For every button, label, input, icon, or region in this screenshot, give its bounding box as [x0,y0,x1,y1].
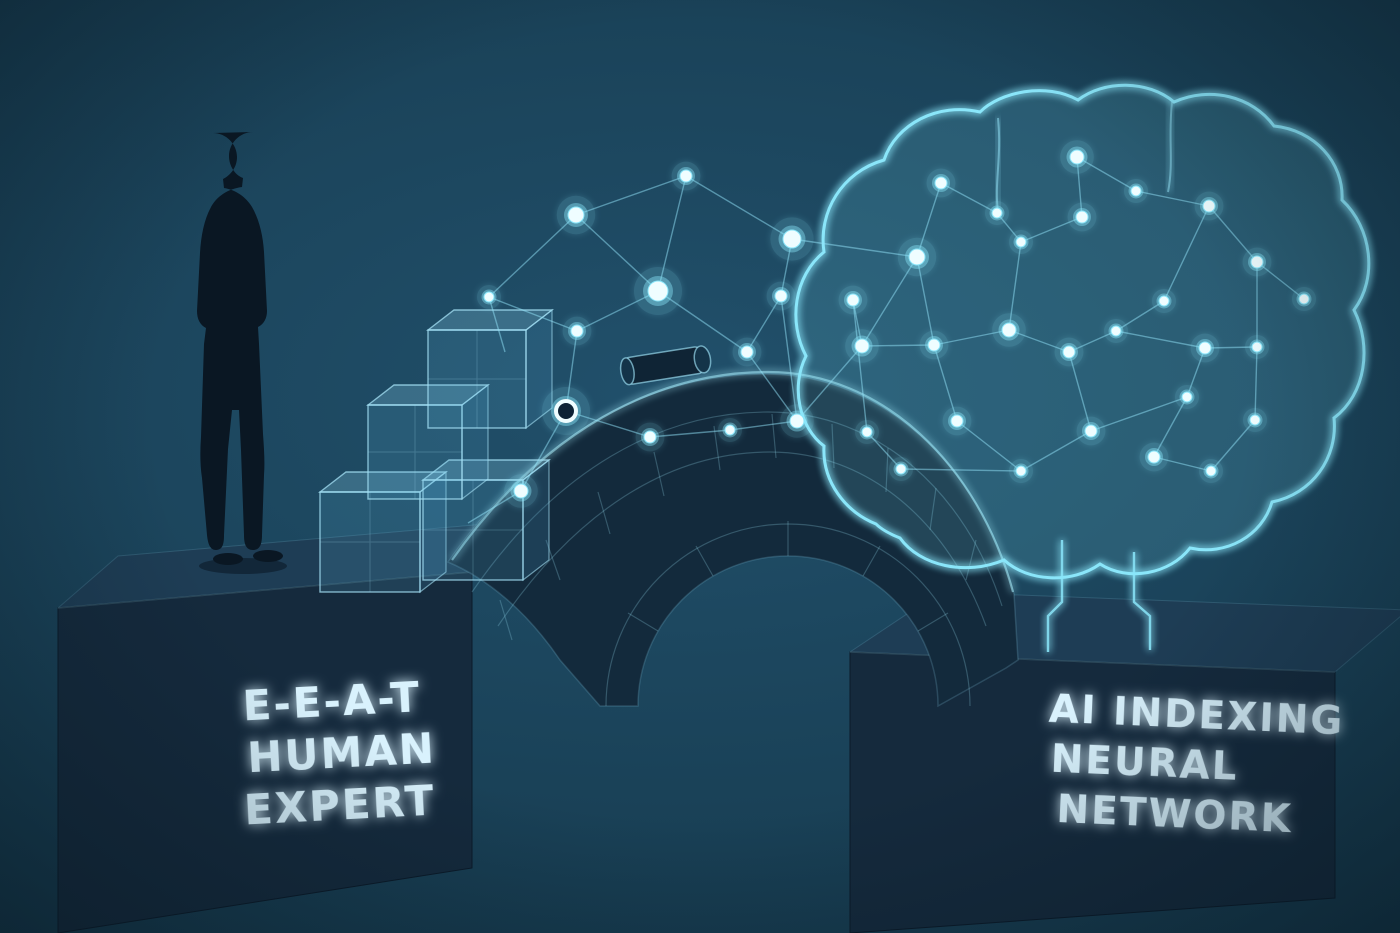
network-node [1298,293,1310,305]
network-node [1130,185,1142,197]
network-node [1110,325,1122,337]
network-node [1158,295,1170,307]
network-node [1062,345,1076,359]
network-node [1202,199,1216,213]
network-node-ring [554,399,578,423]
network-node [1084,424,1098,438]
network-node [861,426,873,438]
network-node [567,206,585,224]
network-node [1205,465,1217,477]
figure-body [197,132,267,550]
network-node [789,413,805,429]
figure-foot [253,550,283,562]
network-node [1075,210,1089,224]
network-node [1147,450,1161,464]
network-node [895,463,907,475]
network-node [1198,341,1212,355]
left-label-line-3: EXPERT [243,776,437,835]
network-node [854,338,870,354]
left-platform-label: E-E-A-T HUMAN EXPERT [241,672,437,835]
network-node [513,483,529,499]
network-node [846,293,860,307]
right-label-line-2: NEURAL [1050,737,1240,790]
network-node [647,280,669,302]
left-label-line-2: HUMAN [246,723,437,782]
network-node [950,414,964,428]
human-silhouette [197,132,287,574]
network-node [1181,391,1193,403]
network-node [1015,465,1027,477]
network-node [774,289,788,303]
network-node [679,169,693,183]
network-node [740,345,754,359]
network-node [724,424,736,436]
network-node [570,324,584,338]
blocks-staircase [317,308,555,594]
glass-cube [425,308,555,430]
left-label-line-1: E-E-A-T [241,672,422,730]
network-node [1001,322,1017,338]
network-node [991,207,1003,219]
network-node [643,430,657,444]
network-node [1249,414,1261,426]
figure-foot [213,553,243,565]
network-node [934,176,948,190]
network-node [927,338,941,352]
network-node [483,291,495,303]
network-node [1250,255,1264,269]
network-node [1251,341,1263,353]
network-node [908,248,926,266]
network-node [1015,236,1027,248]
network-node [782,229,802,249]
network-node [1069,149,1085,165]
